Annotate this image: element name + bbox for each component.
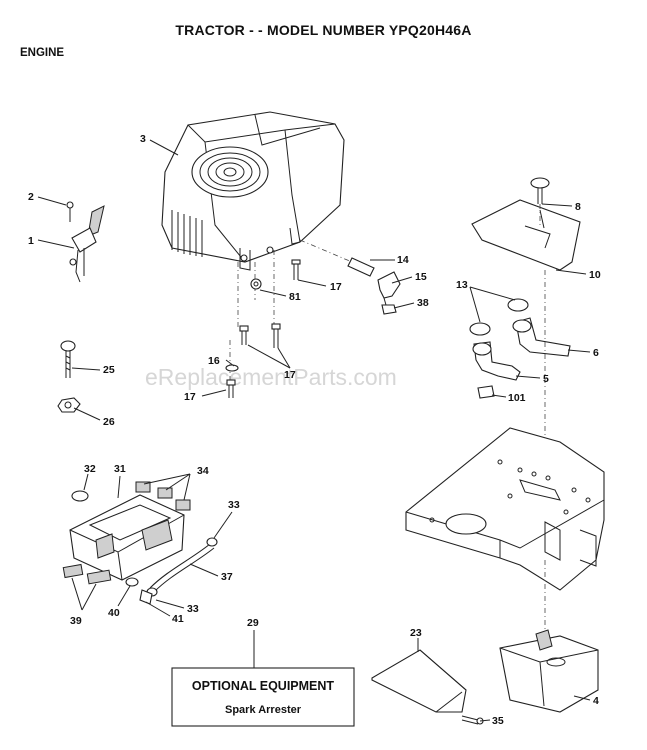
muffler-part [499,629,599,713]
callout-17b: 17 [284,369,296,381]
callout-1: 1 [28,235,34,247]
callout-labels: 3 2 1 8 10 13 6 5 101 14 15 38 17 81 17 … [28,133,601,727]
callout-39: 39 [70,615,82,627]
callout-10: 10 [589,269,601,281]
callout-81: 81 [289,291,301,303]
callout-3: 3 [140,133,146,145]
callout-17c: 17 [184,391,196,403]
throttle-control-part [69,205,105,283]
oil-drain-fitting-part [299,239,401,315]
callout-6: 6 [593,347,599,359]
foam-pads-part-34 [135,481,191,511]
callout-40: 40 [108,607,120,619]
callout-17a: 17 [330,281,342,293]
callout-35: 35 [492,715,504,727]
callout-8: 8 [575,201,581,213]
callout-5: 5 [543,373,549,385]
air-filter-assembly-part [69,494,185,581]
filter-elements-part-39 [62,563,112,585]
engine-part [161,111,345,271]
callout-25: 25 [103,364,115,376]
callout-15: 15 [415,271,427,283]
callout-23: 23 [410,627,422,639]
callout-13: 13 [456,279,468,291]
section-label: ENGINE [20,47,65,59]
callout-32: 32 [84,463,96,475]
callout-33a: 33 [228,499,240,511]
callout-2: 2 [28,191,34,203]
screw-part-2 [66,201,74,222]
heat-shield-part [471,199,581,271]
leader-lines [37,139,591,722]
callout-101: 101 [508,392,526,404]
nut-part-26 [57,397,81,413]
watermark-text: eReplacementParts.com [145,364,397,390]
callout-37: 37 [221,571,233,583]
breather-hose-part-37 [146,537,218,597]
callout-38: 38 [417,297,429,309]
callout-4: 4 [593,695,599,707]
callout-14: 14 [397,254,409,266]
callout-41: 41 [172,613,184,625]
bolt-part-25 [60,340,76,378]
optional-equipment-heading: OPTIONAL EQUIPMENT [192,679,335,693]
callout-26: 26 [103,416,115,428]
callout-29: 29 [247,617,259,629]
air-filter-cap-part-32 [71,490,89,502]
callout-33b: 33 [187,603,199,615]
callout-34: 34 [197,465,209,477]
tractor-frame-part [405,427,605,640]
spark-arrester-deflector-part [371,649,467,713]
callout-31: 31 [114,463,126,475]
exhaust-pipe-parts [469,270,571,460]
callout-16: 16 [208,355,220,367]
optional-equipment-box: OPTIONAL EQUIPMENT Spark Arrester [171,667,355,727]
fitting-parts-40-41 [125,577,153,605]
screw-part-8 [530,177,550,228]
mount-bolts-part [225,250,301,398]
screw-part-35 [461,715,484,725]
optional-equipment-item: Spark Arrester [225,704,302,716]
page-title: TRACTOR - - MODEL NUMBER YPQ20H46A [175,22,472,38]
